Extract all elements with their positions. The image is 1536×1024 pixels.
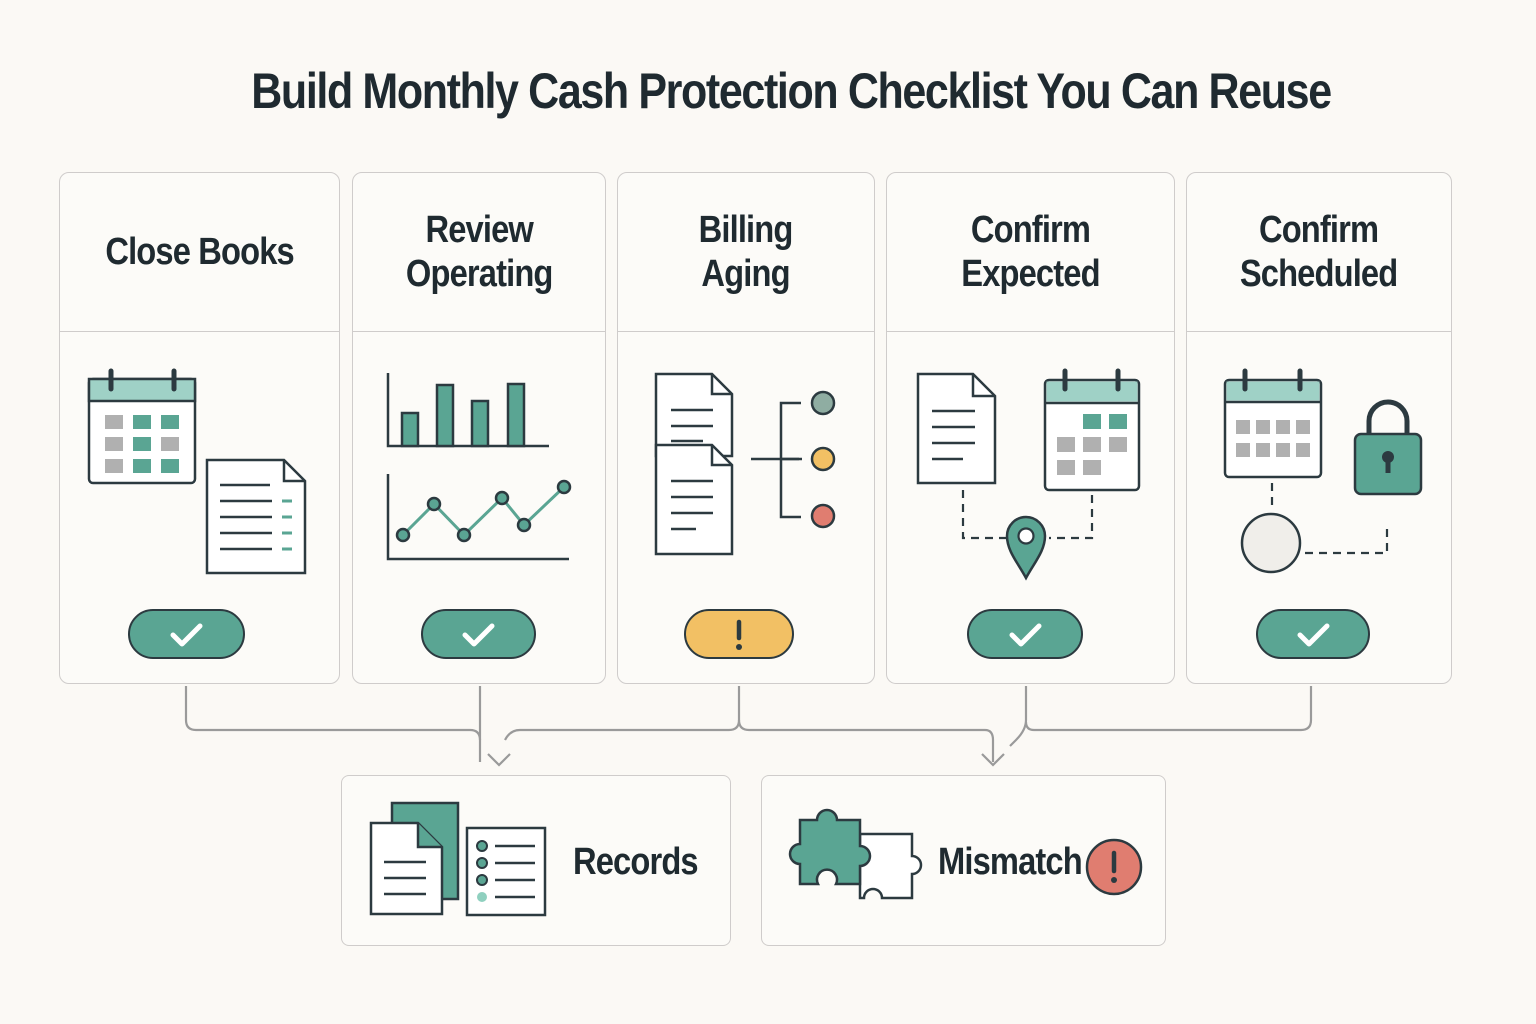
status-badge-done — [128, 609, 245, 659]
bar-line-chart-icon — [386, 373, 572, 561]
check-icon — [462, 623, 495, 647]
outcome-label: Records — [573, 841, 699, 883]
outcome-card-records: Records — [341, 775, 731, 946]
status-badge-warning — [684, 609, 794, 659]
documents-list-icon — [369, 801, 547, 917]
step-label: Confirm Scheduled — [1240, 209, 1398, 295]
status-badge-done — [1256, 609, 1370, 659]
outcome-label: Mismatch — [938, 841, 1083, 883]
exclamation-icon — [736, 619, 742, 650]
step-card-review-operating: Review Operating — [352, 172, 606, 684]
step-card-billing-aging: Billing Aging — [617, 172, 875, 684]
step-label: Confirm Expected — [961, 209, 1100, 295]
document-calendar-pin-icon — [916, 368, 1141, 581]
check-icon — [170, 623, 203, 647]
status-badge-done — [421, 609, 536, 659]
step-card-close-books: Close Books — [59, 172, 340, 684]
check-icon — [1009, 623, 1042, 647]
documents-tree-icon — [654, 372, 836, 556]
status-badge-done — [967, 609, 1083, 659]
calendar-document-icon — [87, 368, 307, 575]
step-card-confirm-scheduled: Confirm Scheduled — [1186, 172, 1452, 684]
page-title: Build Monthly Cash Protection Checklist … — [251, 63, 1332, 119]
step-label: Close Books — [105, 231, 294, 273]
puzzle-icon — [788, 808, 923, 900]
step-card-confirm-expected: Confirm Expected — [886, 172, 1175, 684]
step-label: Billing Aging — [699, 209, 794, 295]
calendar-lock-icon — [1223, 368, 1423, 574]
exclamation-icon — [1085, 838, 1143, 896]
outcome-card-mismatch: Mismatch — [761, 775, 1166, 946]
check-icon — [1297, 623, 1330, 647]
step-label: Review Operating — [405, 209, 553, 295]
